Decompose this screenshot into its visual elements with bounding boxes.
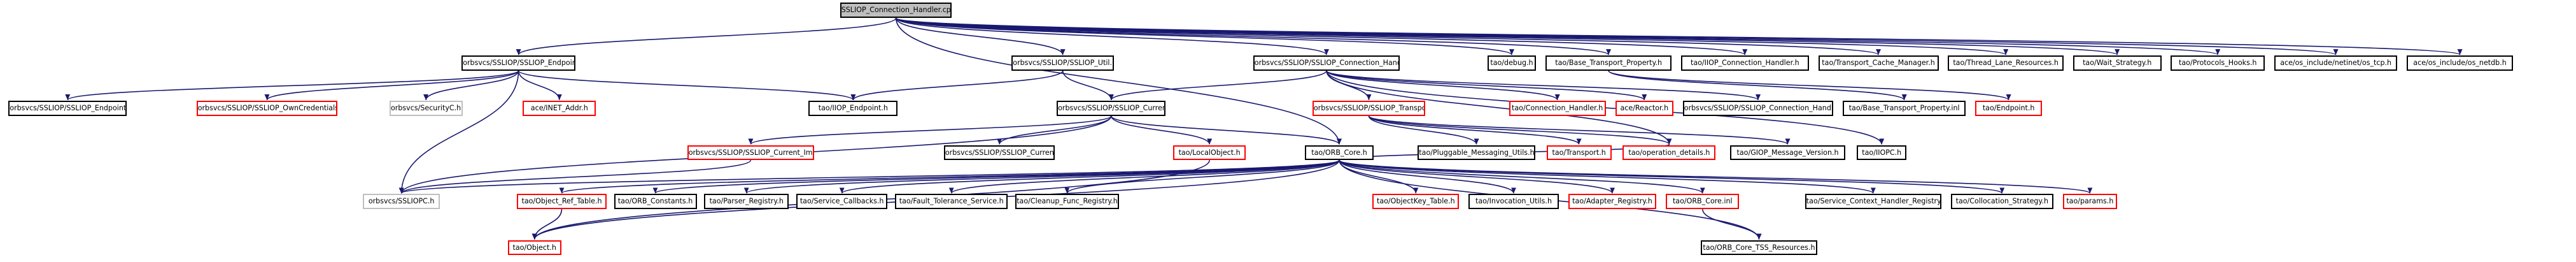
node-tao-objectkey-table-h[interactable]: tao/ObjectKey_Table.h xyxy=(1372,194,1460,209)
node-ssliop-connection-handler-h[interactable]: orbsvcs/SSLIOP/SSLIOP_Connection_Handler… xyxy=(1253,55,1400,71)
dependency-edge xyxy=(516,17,897,55)
node-tao-endpoint-h[interactable]: tao/Endpoint.h xyxy=(1975,101,2043,116)
node-securityc-h[interactable]: orbsvcs/SecurityC.h xyxy=(389,101,463,116)
node-tao-pluggable-messaging-utils-h[interactable]: tao/Pluggable_Messaging_Utils.h xyxy=(1418,145,1535,161)
node-tao-service-context-handler-registry-h[interactable]: tao/Service_Context_Handler_Registry.h xyxy=(1805,194,1941,209)
node-tao-base-transport-property-inl[interactable]: tao/Base_Transport_Property.inl xyxy=(1842,101,1966,116)
dependency-edge xyxy=(1339,159,2092,194)
dependency-edge xyxy=(1339,159,1705,194)
dependency-edge xyxy=(1339,159,1615,194)
dependency-edge xyxy=(1111,115,1342,145)
node-tao-service-callbacks-h[interactable]: tao/Service_Callbacks.h xyxy=(796,194,888,209)
node-ssliop-owncredentials-h[interactable]: orbsvcs/SSLIOP/SSLIOP_OwnCredentials.h xyxy=(196,101,338,116)
dependency-edge xyxy=(1111,115,1213,145)
dependency-edge xyxy=(1702,208,1762,240)
dependency-edge xyxy=(850,70,1064,101)
node-tao-debug-h[interactable]: tao/debug.h xyxy=(1487,55,1537,71)
dependency-edge xyxy=(895,17,2462,55)
dependency-edge xyxy=(1326,70,1761,101)
dependency-edge xyxy=(517,70,562,101)
node-tao-object-ref-table-h[interactable]: tao/Object_Ref_Table.h xyxy=(517,194,607,209)
node-tao-connection-handler-h[interactable]: tao/Connection_Handler.h xyxy=(1509,101,1606,116)
dependency-edge xyxy=(398,70,519,194)
node-tao-iiopc-h[interactable]: tao/IIOPC.h xyxy=(1857,145,1907,161)
dependency-edge xyxy=(1339,159,1876,194)
node-tao-wait-strategy-h[interactable]: tao/Wait_Strategy.h xyxy=(2073,55,2162,71)
node-tao-operation-details-h[interactable]: tao/operation_details.h xyxy=(1622,145,1716,161)
dependency-edge xyxy=(65,70,519,101)
node-tao-object-h[interactable]: tao/Object.h xyxy=(507,240,561,256)
dependency-edge xyxy=(1608,70,1907,101)
dependency-edge xyxy=(399,159,1340,194)
dependency-edge xyxy=(1064,159,1340,194)
node-tao-orb-core-tss-resources-h[interactable]: tao/ORB_Core_TSS_Resources.h xyxy=(1700,240,1817,256)
dependency-edge xyxy=(1326,70,1560,101)
node-tao-orb-core-inl[interactable]: tao/ORB_Core.inl xyxy=(1666,194,1740,209)
dependency-edge xyxy=(895,17,1747,55)
node-tao-base-transport-property-h[interactable]: tao/Base_Transport_Property.h xyxy=(1545,55,1672,71)
node-ssliop-current-h[interactable]: orbsvcs/SSLIOP/SSLIOP_Current.h xyxy=(1057,101,1166,116)
node-tao-params-h[interactable]: tao/params.h xyxy=(2062,194,2118,209)
node-ace-reactor-h[interactable]: ace/Reactor.h xyxy=(1615,101,1674,116)
dependency-edge xyxy=(1108,70,1327,101)
node-ssliop-endpoint-h[interactable]: orbsvcs/SSLIOP/SSLIOP_Endpoint.h xyxy=(461,55,575,71)
dependency-edge xyxy=(895,18,1342,145)
dependency-edge xyxy=(895,17,1066,55)
dependency-edge xyxy=(264,70,519,101)
dependency-edge xyxy=(1062,70,1114,101)
node-tao-collocation-strategy-h[interactable]: tao/Collocation_Strategy.h xyxy=(1950,194,2053,209)
node-ssliop-current-impl-h[interactable]: orbsvcs/SSLIOP/SSLIOP_Current_Impl.h xyxy=(687,145,815,161)
dependency-edge xyxy=(652,159,1340,194)
dependency-edge xyxy=(997,115,1112,145)
dependency-edge xyxy=(517,70,856,101)
node-ssliop-util-h[interactable]: orbsvcs/SSLIOP/SSLIOP_Util.h xyxy=(1011,55,1115,71)
node-ssliop-transport-h[interactable]: orbsvcs/SSLIOP/SSLIOP_Transport.h xyxy=(1312,101,1426,116)
dependency-edges xyxy=(65,17,2462,240)
node-tao-adapter-registry-h[interactable]: tao/Adapter_Registry.h xyxy=(1568,194,1657,209)
node-tao-iiop-endpoint-h[interactable]: tao/IIOP_Endpoint.h xyxy=(808,101,898,116)
dependency-edge xyxy=(948,159,1340,194)
dependency-edge xyxy=(1608,70,2011,101)
dependency-edge xyxy=(895,17,1514,55)
node-tao-localobject-h[interactable]: tao/LocalObject.h xyxy=(1173,145,1246,161)
node-tao-giop-message-version-h[interactable]: tao/GIOP_Message_Version.h xyxy=(1729,145,1846,161)
dependency-edge xyxy=(895,17,1881,55)
dependency-edge xyxy=(1368,115,1582,145)
node-ssliop-connection-handler-inl[interactable]: orbsvcs/SSLIOP/SSLIOP_Connection_Handler… xyxy=(1682,101,1834,116)
node-tao-transport-cache-manager-h[interactable]: tao/Transport_Cache_Manager.h xyxy=(1818,55,1939,71)
node-tao-orb-core-h[interactable]: tao/ORB_Core.h xyxy=(1305,145,1374,161)
dependency-edge xyxy=(1339,159,1516,194)
dependency-edge xyxy=(1368,115,1672,145)
dependency-edge xyxy=(1326,70,1672,145)
dependency-edge xyxy=(398,159,752,194)
node-root-cpp[interactable]: SSLIOP_Connection_Handler.cpp xyxy=(840,3,952,18)
node-ace-os-netdb-h[interactable]: ace/os_include/os_netdb.h xyxy=(2407,55,2513,71)
node-tao-protocols-hooks-h[interactable]: tao/Protocols_Hooks.h xyxy=(2171,55,2265,71)
dependency-edge xyxy=(895,17,1329,55)
dependency-edge xyxy=(1368,115,1479,145)
dependency-edge xyxy=(423,70,519,101)
node-tao-parser-registry-h[interactable]: tao/Parser_Registry.h xyxy=(704,194,789,209)
node-tao-fault-tolerance-service-h[interactable]: tao/Fault_Tolerance_Service.h xyxy=(895,194,1008,209)
node-tao-orb-constants-h[interactable]: tao/ORB_Constants.h xyxy=(614,194,697,209)
node-tao-iiop-connection-handler-h[interactable]: tao/IIOP_Connection_Handler.h xyxy=(1680,55,1809,71)
node-tao-transport-h[interactable]: tao/Transport.h xyxy=(1546,145,1612,161)
dependency-edge xyxy=(1368,115,1791,145)
node-ssliop-current-inl[interactable]: orbsvcs/SSLIOP/SSLIOP_Current.inl xyxy=(943,145,1055,161)
node-tao-thread-lane-resources-h[interactable]: tao/Thread_Lane_Resources.h xyxy=(1948,55,2064,71)
node-ssliop-endpoint-inl[interactable]: orbsvcs/SSLIOP/SSLIOP_Endpoint.inl xyxy=(8,101,127,116)
dependency-edge xyxy=(748,115,1112,145)
node-ace-os-tcp-h[interactable]: ace/os_include/netinet/os_tcp.h xyxy=(2274,55,2398,71)
dependency-edge xyxy=(1326,70,1647,101)
dependency-edge xyxy=(839,159,1340,194)
node-ssliopc-h[interactable]: orbsvcs/SSLIOPC.h xyxy=(363,194,440,209)
node-tao-invocation-utils-h[interactable]: tao/Invocation_Utils.h xyxy=(1468,194,1559,209)
node-tao-cleanup-func-registry-h[interactable]: tao/Cleanup_Func_Registry.h xyxy=(1015,194,1119,209)
dependency-edge xyxy=(744,159,1340,194)
dependency-edge xyxy=(895,17,1611,55)
node-ace-inet-addr-h[interactable]: ace/INET_Addr.h xyxy=(523,101,596,116)
